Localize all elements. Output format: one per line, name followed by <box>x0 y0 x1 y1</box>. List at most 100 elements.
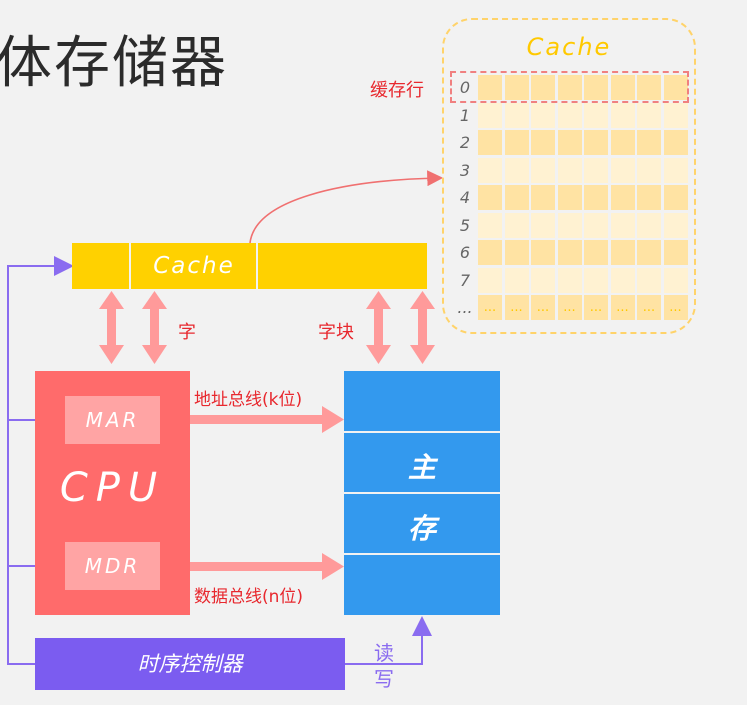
write-label: 写 <box>374 667 394 691</box>
cache-cell <box>584 267 608 293</box>
cache-cell <box>504 240 529 265</box>
cache-cell <box>531 240 555 265</box>
cache-cell: ... <box>637 295 661 320</box>
cache-cell <box>531 130 555 155</box>
cache-row-index: 2 <box>459 133 471 152</box>
cache-row-index: 1 <box>459 105 471 125</box>
cache-bar-label: Cache <box>153 253 235 279</box>
cache-row-index: 4 <box>459 188 471 207</box>
timing-controller: 时序控制器 <box>35 638 345 690</box>
read-label: 读 <box>374 641 394 665</box>
cache-cell <box>663 130 688 155</box>
cache-cell: ... <box>531 295 555 320</box>
cache-cell <box>478 75 502 100</box>
block-arrow-right <box>410 291 435 364</box>
cache-cell <box>584 212 608 238</box>
cache-cell <box>663 240 688 265</box>
cache-cell <box>478 240 502 265</box>
cache-cell <box>637 267 661 293</box>
cache-cell <box>663 102 688 128</box>
cache-cell <box>504 75 529 100</box>
cache-row-index: 6 <box>459 243 471 262</box>
address-bus-arrow <box>160 406 344 433</box>
cache-row-index: 3 <box>459 160 471 180</box>
cache-cell <box>557 102 582 128</box>
cache-cell <box>663 212 688 238</box>
cache-detail-box <box>442 18 696 334</box>
cache-cell <box>584 157 608 183</box>
cache-cell <box>663 157 688 183</box>
cache-cell <box>663 267 688 293</box>
cache-row-index: 0 <box>459 78 471 97</box>
timer-to-memory-line <box>345 616 432 665</box>
cache-cell: ... <box>584 295 608 320</box>
cache-cell <box>478 102 502 128</box>
cache-cell <box>478 130 502 155</box>
cache-cell <box>531 157 555 183</box>
cache-cell <box>557 267 582 293</box>
cache-cell <box>478 185 502 210</box>
word-block-label: 字块 <box>318 322 354 343</box>
cache-cell <box>504 185 529 210</box>
cache-cell: ... <box>663 295 688 320</box>
cache-detail-title: Cache <box>526 33 612 61</box>
address-bus-label: 地址总线(k位) <box>194 390 303 410</box>
cache-cell <box>504 212 529 238</box>
cache-cell <box>637 240 661 265</box>
cache-cell <box>531 267 555 293</box>
cpu-label: CPU <box>59 465 166 511</box>
cache-cell: ... <box>557 295 582 320</box>
cache-cell <box>610 185 635 210</box>
cache-cell <box>557 212 582 238</box>
cache-line-label: 缓存行 <box>370 80 424 101</box>
cache-cell <box>584 130 608 155</box>
cache-cell <box>637 185 661 210</box>
cache-cell: ... <box>504 295 529 320</box>
cache-cell <box>557 185 582 210</box>
main-memory-char-2: 存 <box>407 512 436 545</box>
cache-cell <box>610 267 635 293</box>
cache-cell <box>504 267 529 293</box>
cache-cell <box>663 75 688 100</box>
cache-detail-connector <box>249 170 444 244</box>
cache-cell <box>637 212 661 238</box>
mar-register: MAR <box>65 396 160 444</box>
cache-row-index: 7 <box>459 270 471 290</box>
cache-cell <box>531 212 555 238</box>
cache-cell <box>637 130 661 155</box>
cache-cell <box>610 240 635 265</box>
word-arrow-left <box>99 291 124 364</box>
data-bus-label: 数据总线(n位) <box>194 587 304 607</box>
cache-cell <box>584 185 608 210</box>
cache-cell <box>478 157 502 183</box>
cache-row-index: ... <box>457 298 473 317</box>
cache-cell <box>584 75 608 100</box>
cache-cell <box>610 157 635 183</box>
cache-cell <box>504 130 529 155</box>
cache-cell <box>584 102 608 128</box>
main-memory-char-1: 主 <box>407 451 436 484</box>
cache-cell <box>531 75 555 100</box>
cache-line-highlight <box>450 71 689 103</box>
cache-cell <box>557 130 582 155</box>
cache-cell <box>531 185 555 210</box>
cache-cell <box>504 102 529 128</box>
cache-cell: ... <box>610 295 635 320</box>
word-arrow-right <box>142 291 167 364</box>
main-memory <box>344 371 500 615</box>
cache-cell <box>584 240 608 265</box>
cache-cell <box>478 267 502 293</box>
cache-cell <box>637 75 661 100</box>
cache-cell <box>637 157 661 183</box>
cache-cell <box>531 102 555 128</box>
cache-cell <box>610 130 635 155</box>
cache-bar <box>72 243 427 289</box>
block-arrow-left <box>366 291 391 364</box>
slide-title: 体存储器 <box>0 31 228 96</box>
cache-cell <box>557 157 582 183</box>
cache-row-index: 5 <box>459 215 471 235</box>
word-label: 字 <box>178 322 196 343</box>
read-write-label: 读 写 <box>374 640 394 692</box>
mdr-register: MDR <box>65 542 160 590</box>
